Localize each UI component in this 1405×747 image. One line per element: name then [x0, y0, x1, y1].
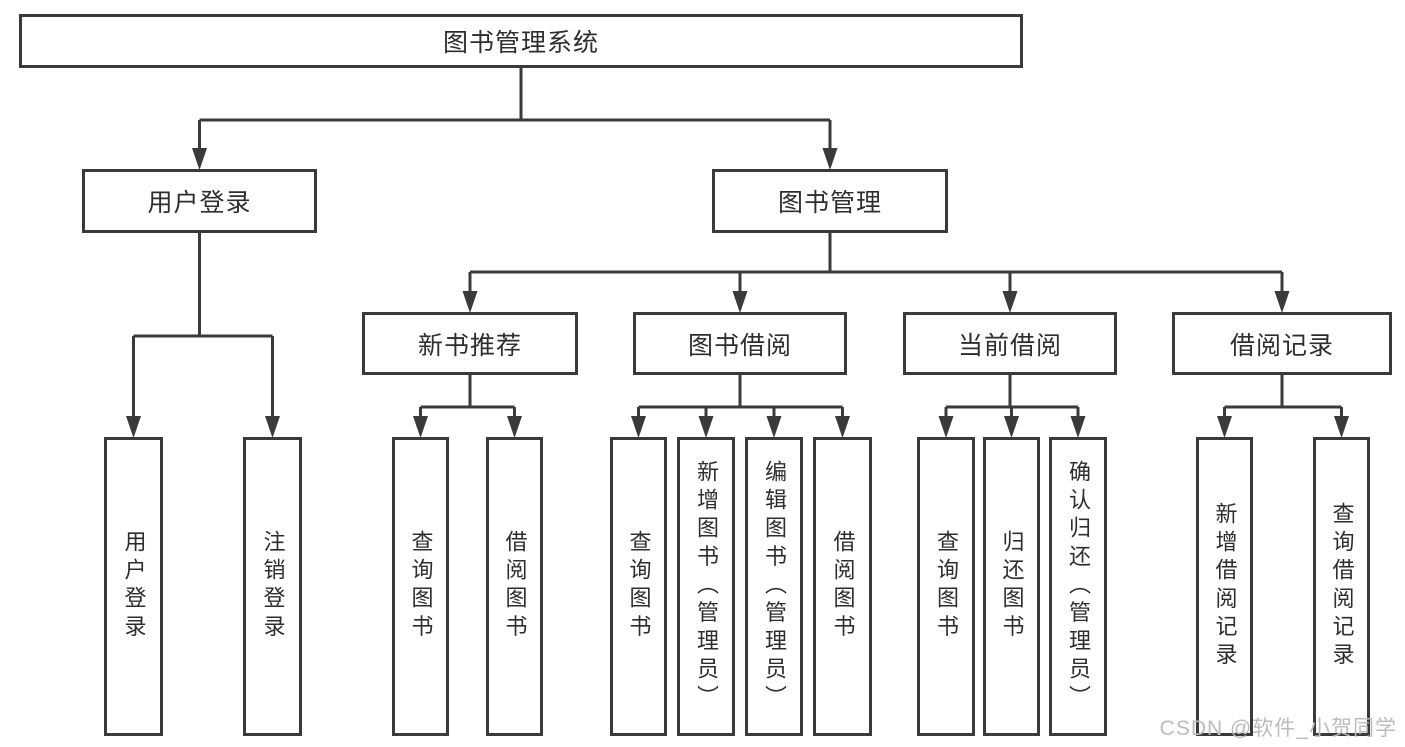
node-query-books-borrowing: 查询图书 — [610, 437, 667, 736]
watermark: CSDN @软件_小贺同学 — [1159, 717, 1397, 740]
arrowhead-query-books-recommend — [413, 416, 428, 438]
node-label-borrowing-records: 借阅记录 — [1229, 331, 1334, 360]
arrowhead-confirm-return-admin — [1070, 416, 1086, 438]
arrowhead-new-book-recommendation — [462, 291, 478, 313]
arrowhead-current-borrowing — [1002, 291, 1018, 313]
node-borrowing-records: 借阅记录 — [1172, 312, 1392, 375]
node-label-library-management-system: 图书管理系统 — [442, 29, 599, 57]
node-label-add-books-admin: 新增图书（管理员） — [694, 459, 719, 714]
arrowhead-query-books-borrowing — [631, 416, 646, 438]
arrowhead-add-borrowing-record — [1217, 416, 1232, 438]
node-query-borrowing-record: 查询借阅记录 — [1313, 437, 1370, 736]
node-book-borrowing: 图书借阅 — [633, 312, 847, 375]
edge-user-login — [132, 233, 274, 420]
edge-book-borrowing — [637, 375, 844, 420]
node-edit-books-admin: 编辑图书（管理员） — [745, 437, 803, 736]
node-login-user: 用户登录 — [104, 437, 163, 736]
node-add-books-admin: 新增图书（管理员） — [677, 437, 735, 736]
node-new-book-recommendation: 新书推荐 — [362, 312, 578, 375]
node-borrow-books-borrowing: 借阅图书 — [813, 437, 872, 736]
edge-library-management-system — [198, 68, 832, 152]
arrowhead-query-books-current — [938, 416, 954, 438]
node-return-books: 归还图书 — [983, 437, 1040, 736]
node-library-management-system: 图书管理系统 — [19, 14, 1023, 68]
arrowhead-logout — [265, 416, 280, 438]
node-logout: 注销登录 — [243, 437, 302, 736]
node-query-books-recommend: 查询图书 — [392, 437, 449, 736]
node-query-books-current: 查询图书 — [917, 437, 975, 736]
node-label-book-borrowing: 图书借阅 — [687, 331, 792, 360]
node-book-management: 图书管理 — [712, 169, 948, 233]
node-label-borrow-books-borrowing: 借阅图书 — [830, 530, 856, 643]
node-label-query-books-recommend: 查询图书 — [408, 530, 434, 643]
node-add-borrowing-record: 新增借阅记录 — [1196, 437, 1253, 736]
node-current-borrowing: 当前借阅 — [903, 312, 1117, 375]
node-label-current-borrowing: 当前借阅 — [957, 331, 1062, 360]
arrowhead-add-books-admin — [698, 416, 714, 438]
node-label-book-management: 图书管理 — [777, 189, 882, 217]
arrowhead-return-books — [1004, 416, 1019, 438]
arrowhead-user-login — [192, 148, 207, 170]
edge-borrowing-records — [1223, 375, 1343, 420]
node-label-query-books-borrowing: 查询图书 — [626, 530, 652, 643]
arrowhead-borrow-books-borrowing — [835, 416, 850, 438]
edge-book-management — [468, 233, 1284, 295]
node-label-user-login: 用户登录 — [147, 189, 252, 217]
node-borrow-books-recommend: 借阅图书 — [486, 437, 543, 736]
edge-current-borrowing — [944, 375, 1080, 420]
node-label-add-borrowing-record: 新增借阅记录 — [1212, 502, 1238, 671]
node-label-query-borrowing-record: 查询借阅记录 — [1329, 502, 1355, 671]
node-confirm-return-admin: 确认归还（管理员） — [1049, 437, 1107, 736]
arrowhead-borrow-books-recommend — [507, 416, 522, 438]
node-label-confirm-return-admin: 确认归还（管理员） — [1066, 459, 1091, 714]
arrowhead-borrowing-records — [1274, 291, 1290, 313]
node-label-login-user: 用户登录 — [121, 530, 147, 643]
arrowhead-query-borrowing-record — [1334, 416, 1349, 438]
arrowhead-edit-books-admin — [766, 416, 782, 438]
node-label-logout: 注销登录 — [260, 530, 286, 643]
node-label-query-books-current: 查询图书 — [934, 530, 959, 643]
node-label-return-books: 归还图书 — [999, 530, 1025, 643]
node-user-login: 用户登录 — [82, 169, 317, 233]
arrowhead-book-borrowing — [732, 291, 748, 313]
node-label-edit-books-admin: 编辑图书（管理员） — [762, 459, 787, 714]
arrowhead-login-user — [126, 416, 141, 438]
edge-new-book-recommendation — [419, 375, 516, 420]
node-label-borrow-books-recommend: 借阅图书 — [502, 530, 528, 643]
node-label-new-book-recommendation: 新书推荐 — [417, 331, 522, 360]
arrowhead-book-management — [822, 148, 838, 170]
